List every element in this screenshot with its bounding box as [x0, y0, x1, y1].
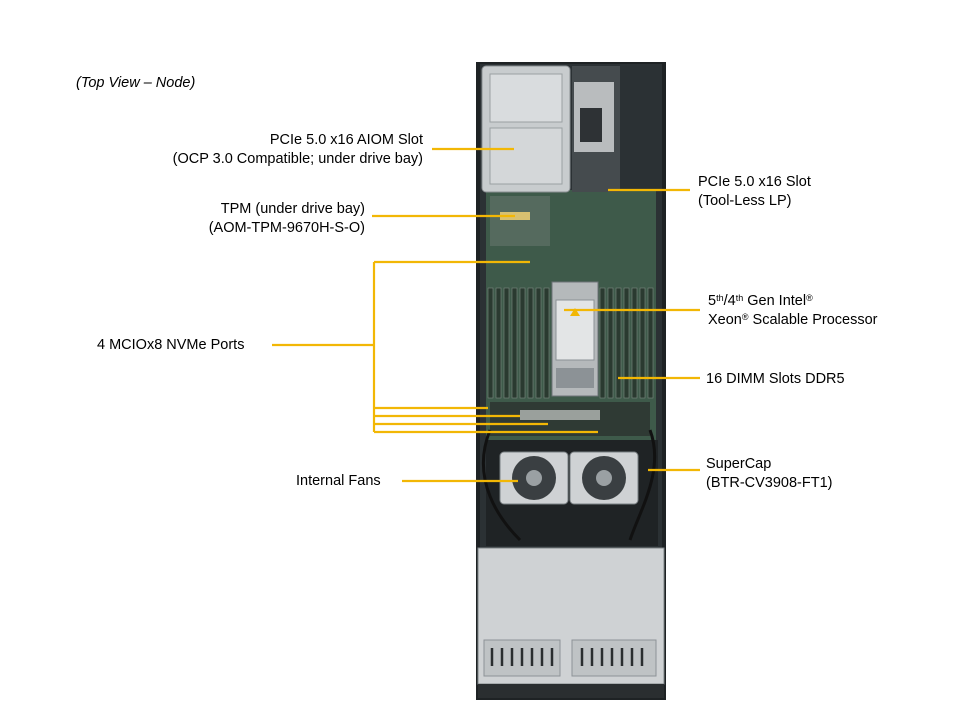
dimm-slots-left: [487, 287, 550, 399]
processor-label: 5th/4th Gen Intel® Xeon® Scalable Proces…: [708, 293, 878, 328]
view-caption: (Top View – Node): [76, 75, 196, 91]
aiom-slot-label: PCIe 5.0 x16 AIOM Slot (OCP 3.0 Compatib…: [172, 132, 423, 167]
supercap-label: SuperCap (BTR-CV3908-FT1): [706, 456, 833, 491]
internal-fans-label: Internal Fans: [296, 473, 381, 489]
dimm-slots-right: [599, 287, 654, 399]
pcie-slot-label: PCIe 5.0 x16 Slot (Tool-Less LP): [698, 174, 811, 209]
dimm-slots-label: 16 DIMM Slots DDR5: [706, 371, 845, 387]
internal-fans: [499, 451, 639, 505]
tpm-label: TPM (under drive bay) (AOM-TPM-9670H-S-O…: [208, 201, 365, 236]
callout-lines: [272, 147, 700, 483]
nvme-ports-label: 4 MCIOx8 NVMe Ports: [97, 337, 245, 353]
